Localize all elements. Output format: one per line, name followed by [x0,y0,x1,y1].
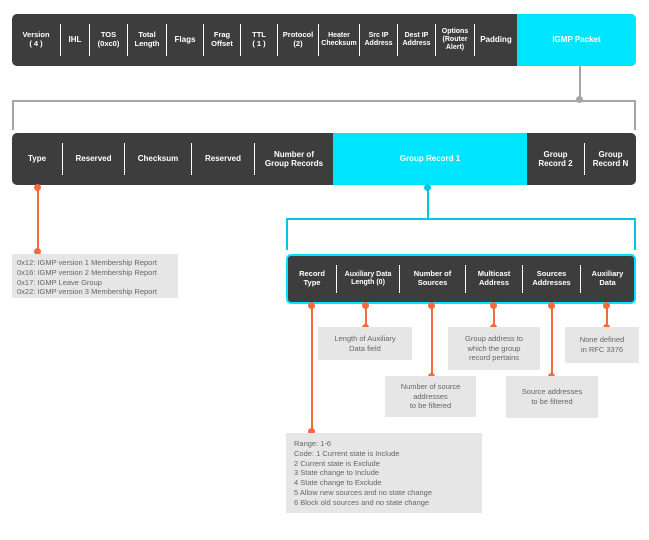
source-addresses-note: Source addresses to be filtered [506,376,598,418]
record-field-sources-addresses: Sources Addresses [532,269,571,287]
record-field-number-of-sources: Number of Sources [413,269,452,287]
ip-field-protocol: Protocol (2) [282,30,314,48]
record-field-aux-data-length: Auxiliary Data Length (0) [344,270,392,286]
igmp-field-checksum: Checksum [137,154,179,164]
igmp-field-number-of-group-records: Number of Group Records [264,149,324,168]
ip-field-dest-ip: Dest IP Address [402,31,431,47]
record-field-auxiliary-data: Auxiliary Data [591,269,624,287]
number-of-sources-note: Number of source addresses to be filtere… [385,376,476,417]
ip-field-version: Version ( 4 ) [22,30,50,48]
ip-field-frag-offset: Frag Offset [211,30,233,48]
igmp-field-reserved-1: Reserved [75,154,112,164]
aux-data-length-note: Length of Auxiliary Data field [318,327,412,360]
ip-field-src-ip: Src IP Address [364,31,393,47]
record-field-multicast-address: Multicast Address [477,269,511,287]
ip-field-total-length: Total Length [134,30,160,48]
igmp-field-group-record-n: Group Record N [592,149,629,168]
ip-field-padding: Padding [480,35,512,45]
igmp-field-reserved-2: Reserved [204,154,242,164]
igmp-field-group-record-2: Group Record 2 [538,149,573,168]
igmp-message-bar: Type Reserved Checksum Reserved Number o… [12,133,636,185]
ip-header-bar: Version ( 4 ) IHL TOS (0xc0) Total Lengt… [12,14,636,66]
igmp-packet-field: IGMP Packet [517,14,636,66]
record-type-codes-note: Range: 1-6 Code: 1 Current state is Incl… [286,433,482,513]
record-field-record-type: Record Type [299,269,325,287]
ip-field-header-checksum: Heater Checksum [321,31,357,47]
ip-field-flags: Flags [174,35,196,45]
group-address-note: Group address to which the group record … [448,327,540,370]
ip-field-ihl: IHL [68,35,82,45]
igmp-field-group-record-1: Group Record 1 [333,133,527,185]
group-record-bar: Record Type Auxiliary Data Length (0) Nu… [286,254,636,304]
aux-data-note: None defined in RFC 3376 [565,327,639,363]
ip-field-options: Options (Router Alert) [441,27,469,52]
ip-field-tos: TOS (0xc0) [97,30,120,48]
igmp-field-type: Type [27,154,47,164]
igmp-type-codes-note: 0x12: IGMP version 1 Membership Report 0… [12,254,178,298]
ip-field-ttl: TTL ( 1 ) [252,30,266,48]
